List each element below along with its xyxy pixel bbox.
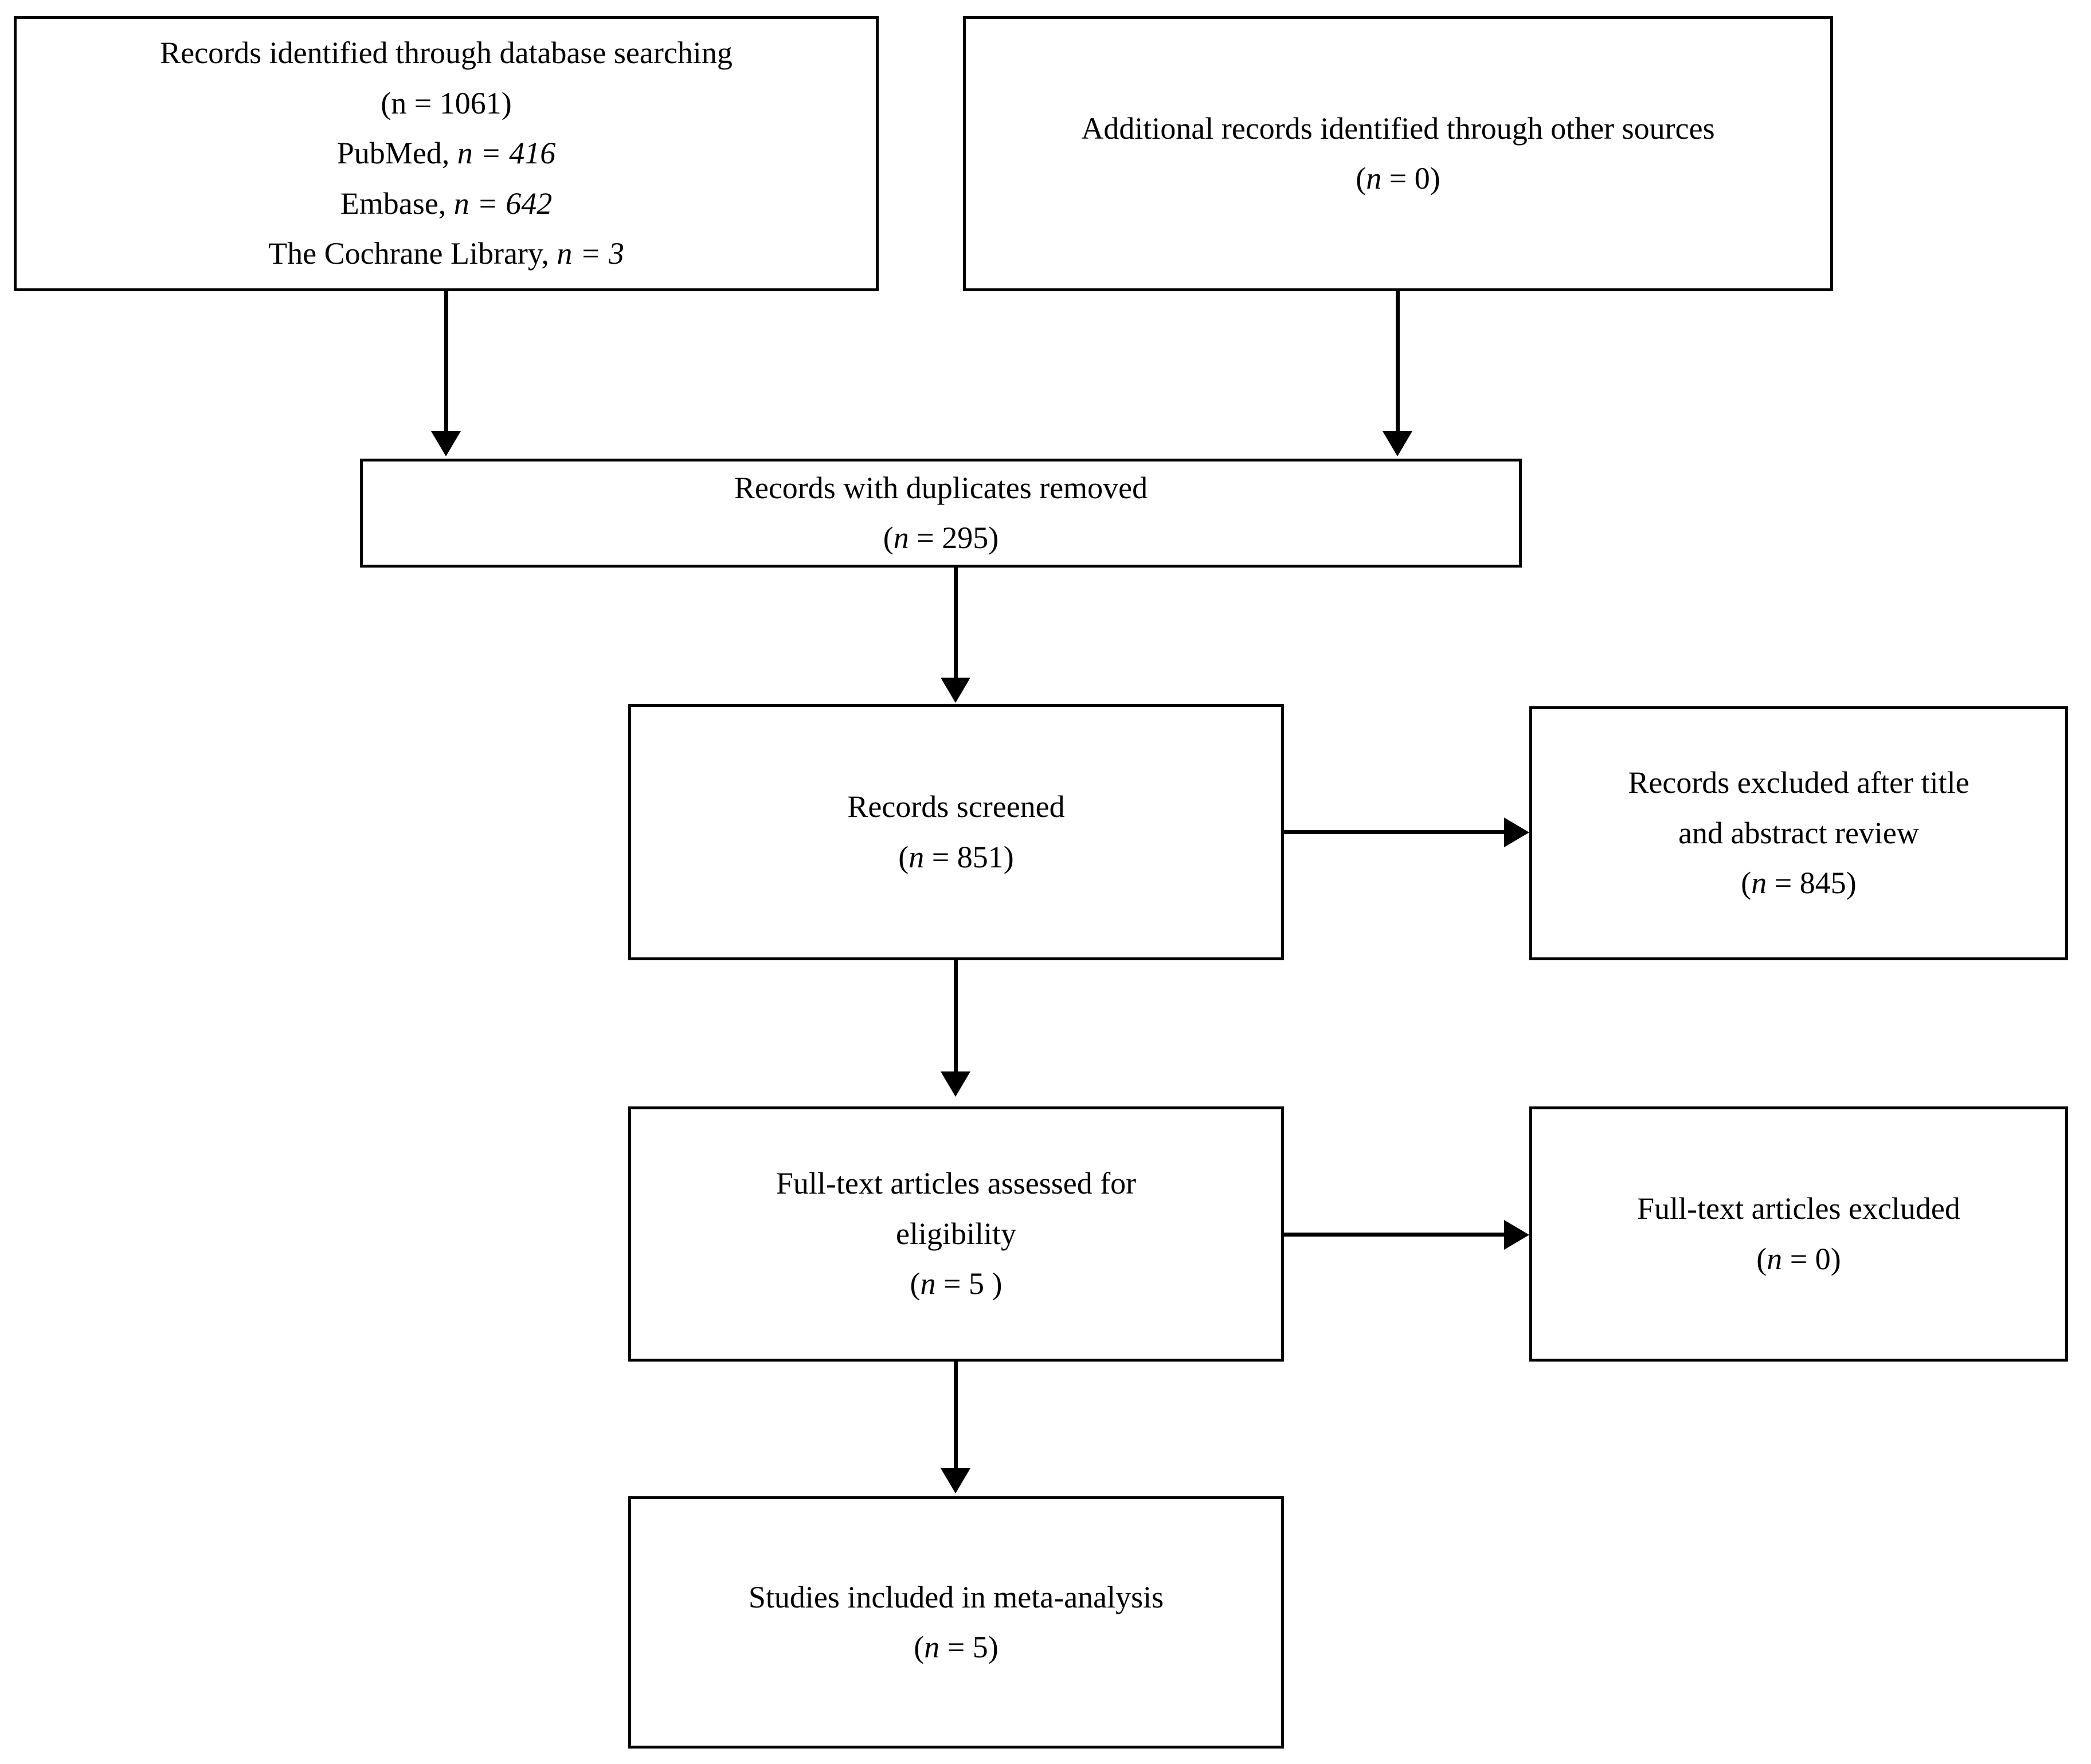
records-identified-database-count: (n = 1061): [381, 85, 512, 120]
fulltext-assessed-label-line1: Full-text articles assessed for: [776, 1166, 1137, 1201]
connector-line-other-to-duplicates: [1396, 291, 1400, 433]
connector-line-fulltext-to-included: [954, 1362, 958, 1470]
box-fulltext-articles-assessed: Full-text articles assessed for eligibil…: [628, 1106, 1284, 1362]
fulltext-excluded-count: (n = 0): [1756, 1241, 1841, 1276]
connector-line-fulltext-to-excluded: [1284, 1233, 1506, 1237]
box-additional-records-other-sources: Additional records identified through ot…: [963, 16, 1833, 291]
duplicates-removed-count: (n = 295): [883, 521, 999, 555]
connector-line-screened-to-fulltext: [954, 960, 958, 1074]
box-records-excluded-title-abstract: Records excluded after title and abstrac…: [1529, 706, 2068, 960]
arrowhead-fulltext-to-excluded: [1504, 1220, 1529, 1250]
source-pubmed: PubMed, n = 416: [336, 136, 556, 171]
box-records-duplicates-removed: Records with duplicates removed (n = 295…: [360, 459, 1522, 568]
fulltext-assessed-count: (n = 5 ): [910, 1266, 1003, 1301]
arrowhead-screened-to-fulltext: [941, 1071, 970, 1097]
studies-included-label: Studies included in meta-analysis: [748, 1579, 1164, 1614]
records-screened-label: Records screened: [847, 789, 1065, 824]
records-excluded-count: (n = 845): [1741, 866, 1857, 901]
studies-included-count: (n = 5): [914, 1630, 998, 1664]
additional-records-label: Additional records identified through ot…: [1081, 111, 1715, 146]
source-cochrane-library: The Cochrane Library, n = 3: [268, 236, 624, 271]
box-studies-included-meta-analysis: Studies included in meta-analysis (n = 5…: [628, 1496, 1284, 1749]
box-fulltext-articles-excluded: Full-text articles excluded (n = 0): [1529, 1106, 2068, 1362]
arrowhead-other-to-duplicates: [1383, 431, 1412, 456]
arrowhead-screened-to-excluded: [1504, 818, 1529, 847]
connector-line-duplicates-to-screened: [954, 568, 958, 680]
box-records-identified-database: Records identified through database sear…: [14, 16, 879, 291]
box-records-screened: Records screened (n = 851): [628, 704, 1284, 960]
records-screened-count: (n = 851): [898, 839, 1014, 874]
arrowhead-fulltext-to-included: [941, 1468, 970, 1493]
records-identified-database-label: Records identified through database sear…: [160, 36, 733, 71]
arrowhead-database-to-duplicates: [431, 431, 461, 456]
connector-line-database-to-duplicates: [444, 291, 448, 433]
connector-line-screened-to-excluded: [1284, 830, 1506, 834]
fulltext-assessed-label-line2: eligibility: [896, 1216, 1016, 1251]
records-excluded-label-line1: Records excluded after title: [1628, 765, 1969, 800]
additional-records-count: (n = 0): [1356, 161, 1440, 195]
source-embase: Embase, n = 642: [340, 186, 553, 221]
duplicates-removed-label: Records with duplicates removed: [734, 470, 1148, 505]
records-excluded-label-line2: and abstract review: [1678, 815, 1919, 850]
arrowhead-duplicates-to-screened: [941, 678, 970, 703]
fulltext-excluded-label: Full-text articles excluded: [1637, 1191, 1960, 1226]
